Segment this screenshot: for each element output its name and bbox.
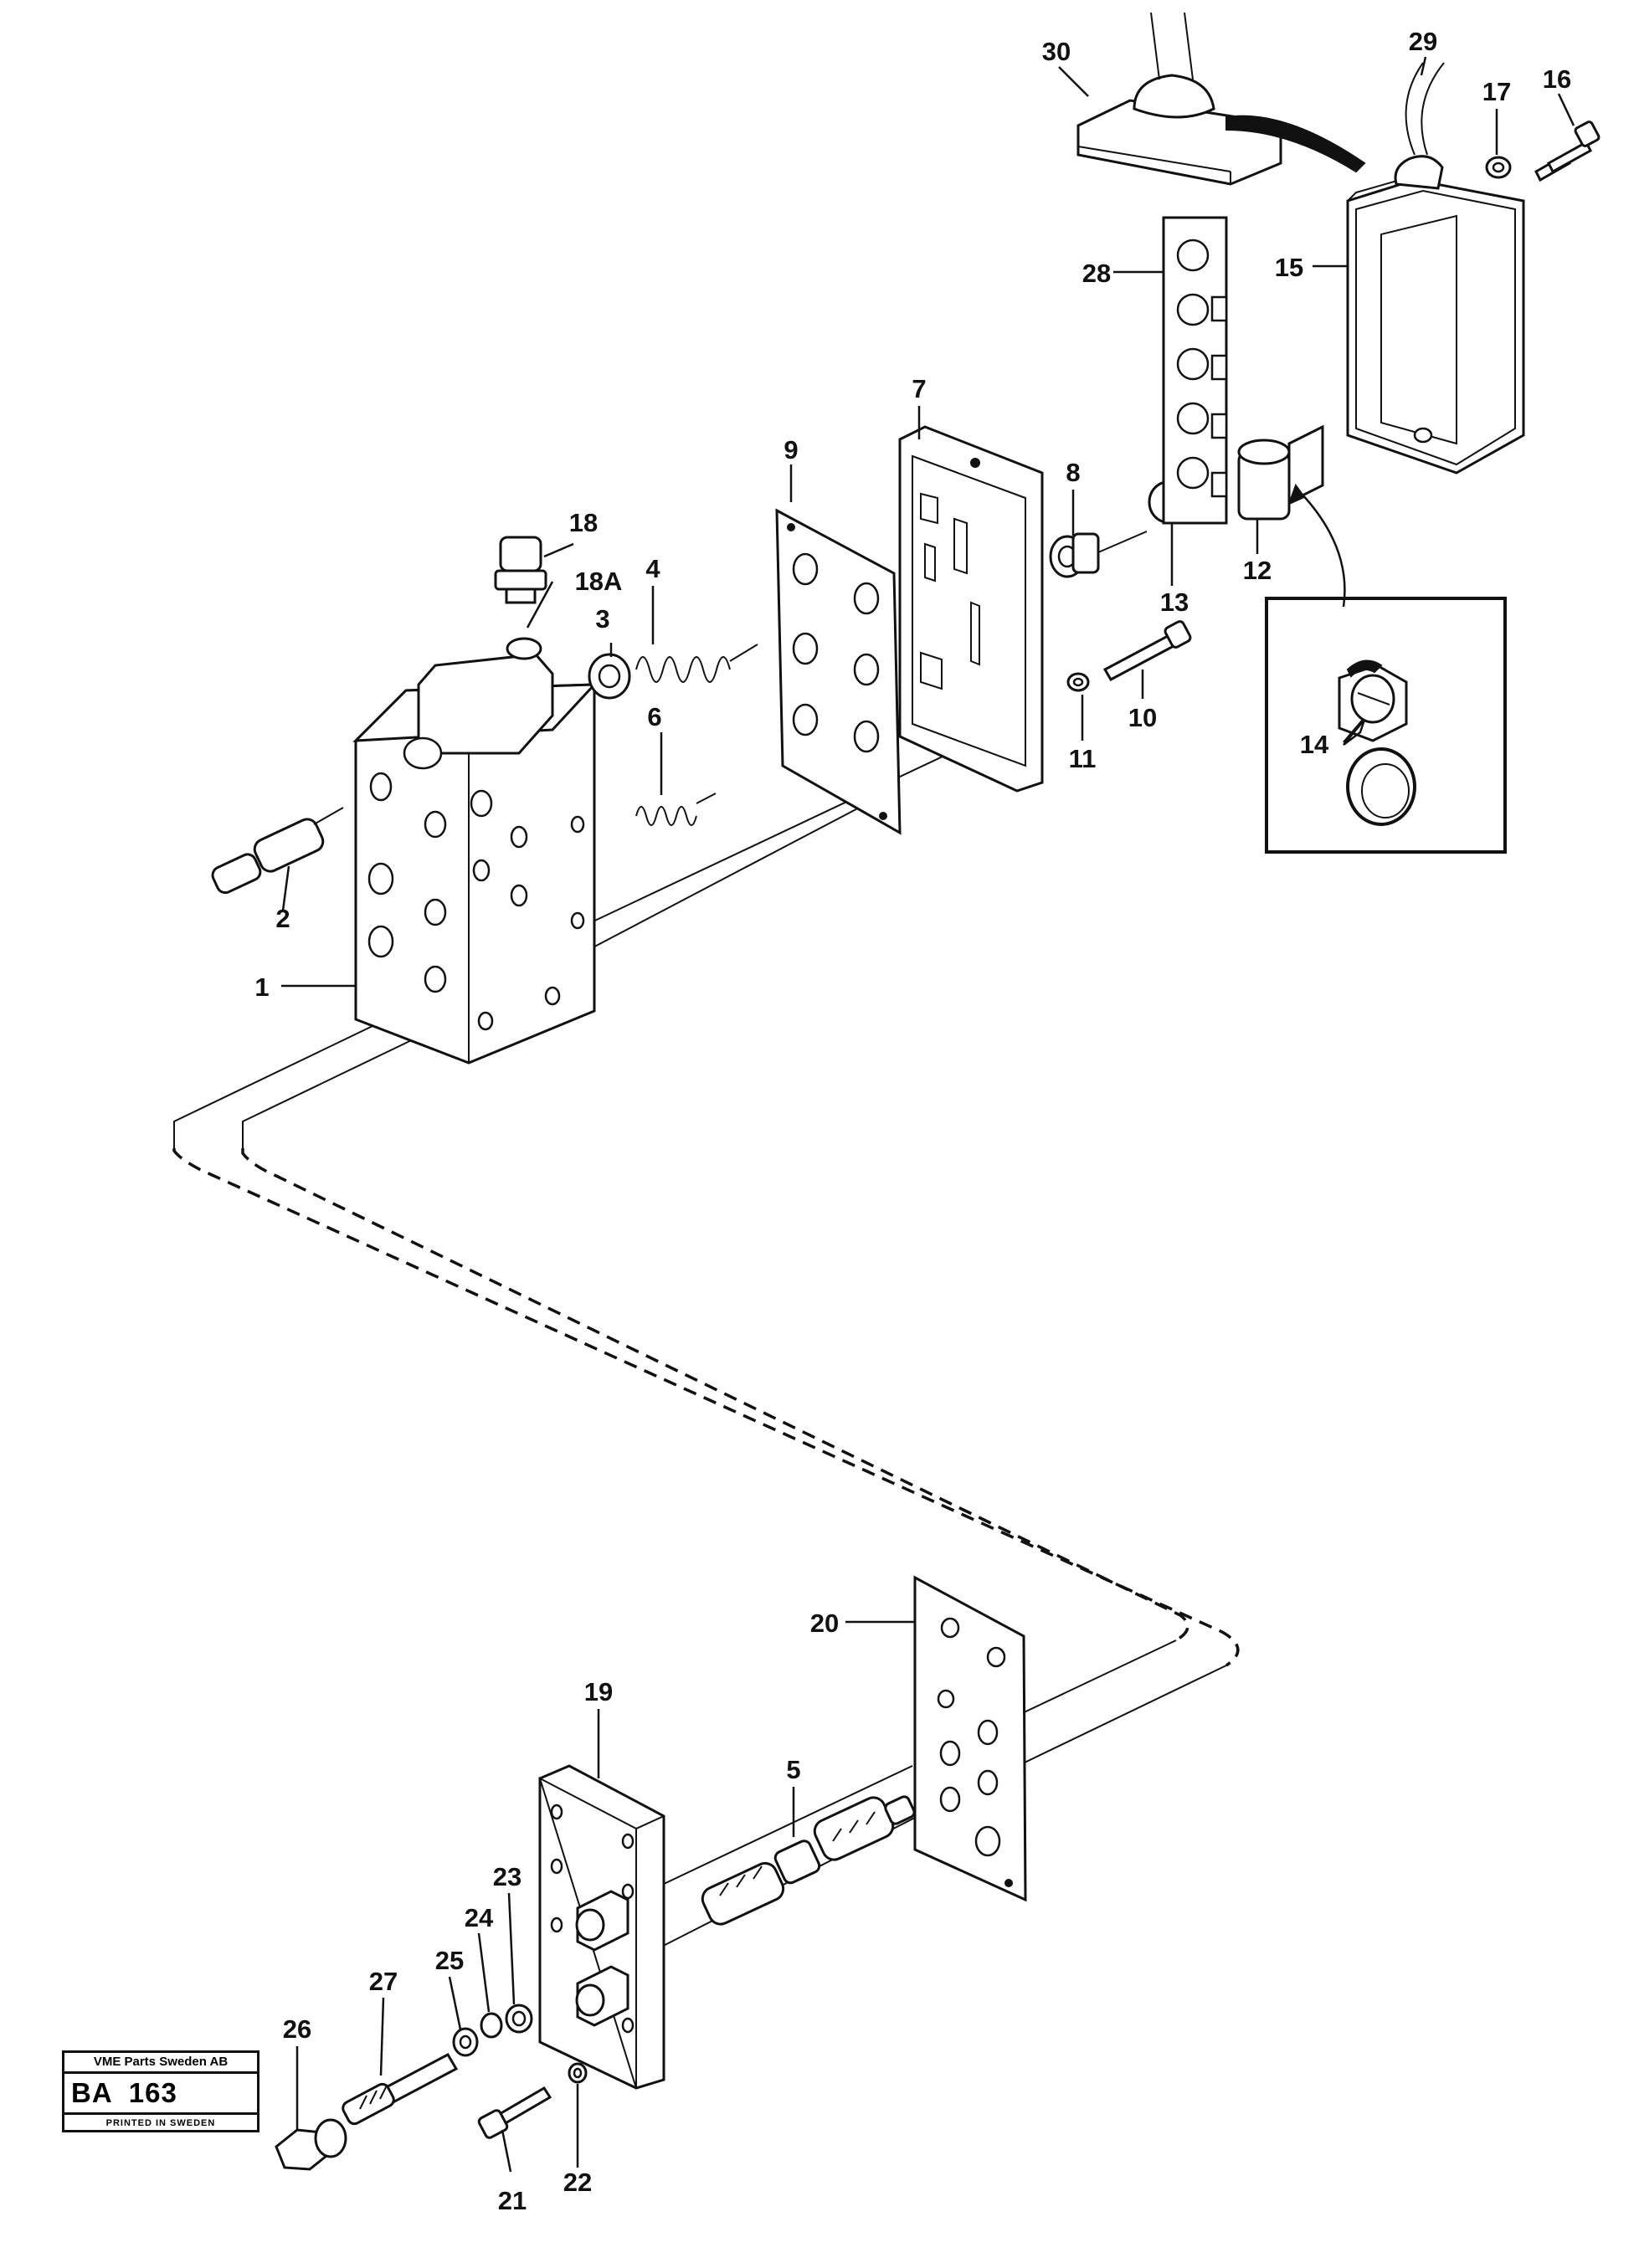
callout-8: 8	[1066, 458, 1080, 487]
callout-5: 5	[786, 1755, 800, 1784]
callout-16: 16	[1543, 64, 1571, 94]
title-block: VME Parts Sweden AB BA 163 PRINTED IN SW…	[62, 2050, 259, 2132]
plug-part-12	[1237, 424, 1324, 521]
title-block-code: BA 163	[64, 2074, 257, 2115]
detail-inset-part-14	[1265, 597, 1507, 854]
cartridge-part-2	[211, 807, 344, 895]
cover-plate-part-7	[898, 425, 1044, 793]
callout-9: 9	[784, 435, 798, 464]
connection-lines	[172, 748, 1240, 1986]
fasteners-21-27	[275, 2004, 588, 2171]
callout-22: 22	[563, 2168, 592, 2197]
callout-29: 29	[1409, 27, 1437, 56]
callout-7: 7	[912, 374, 926, 403]
callout-25: 25	[435, 1946, 464, 1975]
callout-4: 4	[645, 554, 660, 583]
callout-21: 21	[498, 2186, 527, 2215]
callout-12: 12	[1243, 556, 1272, 585]
callout-20: 20	[810, 1609, 839, 1638]
spring-part-6	[635, 793, 717, 826]
callout-13: 13	[1160, 588, 1189, 617]
title-block-printed: PRINTED IN SWEDEN	[105, 2118, 216, 2128]
plate-part-20	[913, 1575, 1027, 1902]
callout-17: 17	[1482, 77, 1511, 106]
sensor-part-18	[494, 536, 547, 660]
callout-2: 2	[275, 904, 290, 933]
strip-plate-part-28	[1162, 216, 1228, 525]
small-parts-8-10-11-13	[1049, 480, 1192, 692]
leader-lines	[281, 56, 1575, 2173]
connector-part-30	[1076, 12, 1366, 186]
callout-19: 19	[584, 1677, 613, 1706]
callout-18: 18	[569, 508, 598, 537]
callout-6: 6	[647, 702, 661, 731]
spool-part-5	[701, 1795, 916, 1926]
callout-labels: 1 2 3 4 5 6 7 8 9 10 11 12 13 14 15 16 1…	[254, 27, 1571, 2215]
spring-assembly-3-4	[588, 644, 758, 700]
housing-part-15	[1346, 62, 1525, 475]
callout-26: 26	[283, 2014, 311, 2044]
callout-11: 11	[1069, 744, 1097, 773]
callout-28: 28	[1082, 259, 1111, 288]
callout-24: 24	[465, 1903, 494, 1932]
callout-10: 10	[1128, 703, 1157, 732]
callout-3: 3	[595, 604, 609, 634]
gasket-part-9	[775, 508, 902, 835]
cover-part-19	[538, 1764, 665, 2090]
callout-14: 14	[1300, 730, 1329, 759]
valve-body-part	[352, 653, 598, 1065]
callout-23: 23	[493, 1862, 522, 1891]
callout-30: 30	[1042, 37, 1071, 66]
title-block-company: VME Parts Sweden AB	[64, 2053, 257, 2074]
callout-15: 15	[1275, 253, 1303, 282]
screw-washer-16-17	[1485, 121, 1600, 182]
callout-1: 1	[254, 972, 269, 1002]
callout-27: 27	[369, 1967, 398, 1996]
callout-18a: 18A	[575, 567, 623, 596]
